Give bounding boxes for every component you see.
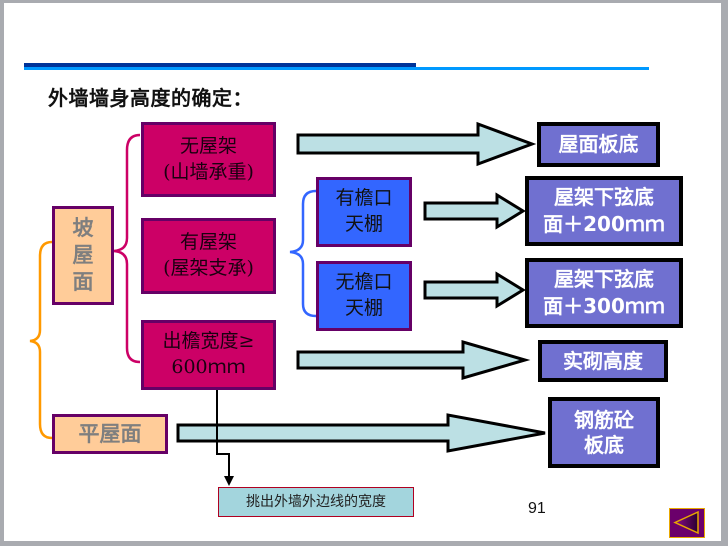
- no-eave-ceiling-box: 无檐口 天棚: [316, 261, 412, 331]
- slide-title: 外墙墙身高度的确定：: [48, 86, 253, 110]
- result-masonry-height: 实砌高度: [538, 340, 668, 382]
- eave-width-note: 挑出外墙外边线的宽度: [218, 487, 414, 517]
- no-truss-box: 无屋架 (山墙承重): [141, 122, 276, 197]
- note-callout-line: [216, 389, 230, 478]
- with-eave-ceiling-box: 有檐口 天棚: [316, 177, 412, 247]
- no-eave-ceiling-line1: 无檐口: [335, 271, 393, 294]
- flat-roof-label: 平屋面: [78, 421, 142, 446]
- flat-roof-box: 平屋面: [52, 414, 168, 454]
- arrow-to-roof-slab-bottom: [296, 121, 537, 167]
- result-truss-plus-300-line1: 屋架下弦底: [554, 267, 654, 291]
- title-bar-dark: [24, 63, 416, 70]
- arrow-to-rc-slab-bottom: [176, 413, 546, 453]
- with-truss-line1: 有屋架: [179, 231, 237, 254]
- with-truss-line2: (屋架支承): [163, 257, 254, 279]
- eave-width-box: 出檐宽度≥ 600ｍｍ: [141, 320, 276, 390]
- result-rc-slab-bottom: 钢筋砼 板底: [548, 397, 660, 468]
- result-roof-slab-bottom-label: 屋面板底: [558, 132, 639, 156]
- eave-width-line2: 600ｍｍ: [171, 356, 246, 378]
- result-truss-plus-200-line2: 面＋200ｍｍ: [543, 212, 665, 236]
- arrow-to-truss-300: [423, 271, 526, 309]
- no-truss-line1: 无屋架: [179, 134, 237, 157]
- blue-brace: [289, 189, 317, 318]
- eave-width-line1: 出檐宽度≥: [162, 330, 255, 353]
- with-truss-box: 有屋架 (屋架支承): [141, 218, 276, 294]
- result-roof-slab-bottom: 屋面板底: [537, 122, 660, 167]
- title-bar-light: [24, 67, 649, 70]
- no-truss-line2: (山墙承重): [163, 160, 254, 183]
- arrow-to-truss-200: [423, 192, 526, 230]
- result-truss-plus-200-line1: 屋架下弦底: [554, 185, 654, 209]
- result-truss-plus-300-line2: 面＋300ｍｍ: [543, 294, 665, 318]
- with-eave-ceiling-line2: 天棚: [344, 213, 383, 235]
- no-eave-ceiling-line2: 天棚: [344, 297, 383, 319]
- result-truss-plus-200: 屋架下弦底 面＋200ｍｍ: [525, 176, 683, 246]
- sloped-roof-box: 坡 屋 面: [52, 206, 114, 305]
- orange-brace: [29, 240, 53, 440]
- note-callout-arrowhead: [224, 476, 234, 486]
- triangle-left-icon: [673, 510, 699, 535]
- eave-width-note-text: 挑出外墙外边线的宽度: [246, 493, 386, 510]
- arrow-to-masonry-height: [296, 340, 531, 380]
- result-rc-slab-bottom-line1: 钢筋砼: [574, 407, 634, 432]
- previous-slide-button[interactable]: [669, 508, 705, 538]
- magenta-brace: [113, 133, 141, 364]
- page-number: 91: [528, 500, 546, 517]
- result-rc-slab-bottom-line2: 板底: [584, 432, 624, 457]
- result-masonry-height-label: 实砌高度: [563, 348, 643, 373]
- with-eave-ceiling-line1: 有檐口: [335, 187, 393, 210]
- result-truss-plus-300: 屋架下弦底 面＋300ｍｍ: [525, 258, 683, 328]
- sloped-roof-label: 坡 屋 面: [72, 216, 94, 294]
